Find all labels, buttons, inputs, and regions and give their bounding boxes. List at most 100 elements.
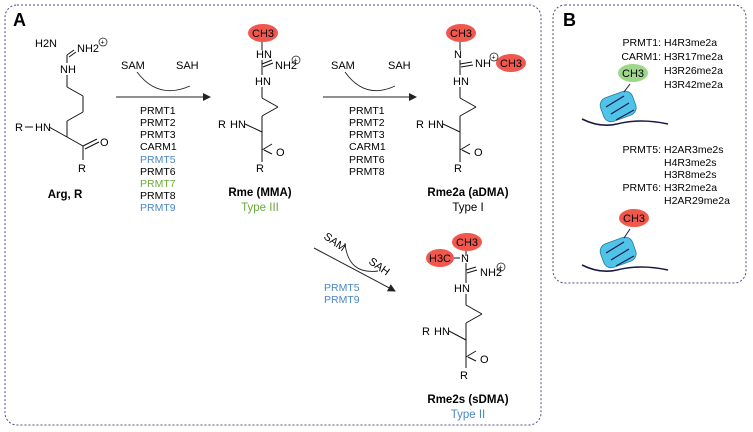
arg-nh2: NH2 [77,43,99,55]
arg-nh: NH [60,64,76,76]
enzyme-item: PRMT8 [349,166,385,178]
panelb-mark: H3R8me2s [664,169,717,181]
rme-nh: HN [255,76,271,88]
rme2a-structure [442,42,477,162]
panelb-enzyme: PRMT6: [622,182,661,194]
arg-r-bottom: R [78,163,86,175]
rme2s-carbonyl-o: O [480,354,489,366]
panelb-methyl-1: CH3 [622,68,644,80]
rme2a-r-bottom: R [454,163,462,175]
rme2s-r-left: R [422,326,430,338]
rme2a-charge: + [492,55,496,62]
panelb-mark: H2AR3me2s [664,144,724,156]
rme2a-ch3-right: CH3 [500,58,522,70]
rme2a-carbonyl-o: O [474,147,483,159]
enzyme-item: PRMT3 [140,129,176,141]
rme2s-ch3-top: CH3 [456,237,478,249]
charge-plus-icon [496,262,506,272]
panel-b-label: B [563,10,576,30]
enzyme-item: PRMT6 [349,154,385,166]
rme2a-hn: HN [453,76,469,88]
reaction2a-enzyme-list: PRMT1 PRMT2 PRMT3 CARM1 PRMT6 PRMT8 [349,105,386,178]
rme2a-n-top: N [454,49,462,61]
enzyme-item-type2: PRMT9 [140,202,176,214]
enzyme-item: PRMT2 [349,117,385,129]
arg-name: Arg, R [48,189,83,201]
enzyme-item: CARM1 [140,141,177,153]
rme2a-name: Rme2a (aDMA) [427,187,508,199]
reaction2s-arrow [313,247,396,292]
rme2a-alpha-n: HN [428,119,444,131]
charge-plus-icon [489,52,499,62]
rme-structure [244,42,279,162]
reaction2s-sah: SAH [366,256,391,279]
enzyme-item: CARM1 [349,141,386,153]
arginine-structure [25,49,100,160]
panelb-enzyme: PRMT5: [622,144,661,156]
rme-r-bottom: R [256,163,264,175]
rme-nh-top: HN [256,49,272,61]
rme-ch3: CH3 [252,28,274,40]
reaction1-sam-curve [136,71,191,92]
rme2s-n: N [461,253,469,265]
enzyme-item-type2: PRMT5 [140,154,176,166]
panelb-mark: H4R3me2a [664,37,717,49]
enzyme-item: PRMT8 [140,190,176,202]
panelb-mark: H2AR29me2a [664,195,730,207]
reaction2a-sah: SAH [388,60,411,72]
rme2s-hn: HN [454,283,470,295]
arg-alpha-n: HN [35,122,51,134]
rme2a-nh: NH [475,58,491,70]
enzyme-item-type2: PRMT5 [324,282,360,294]
rme2s-structure [448,251,483,368]
rme2s-alpha-n: HN [434,326,450,338]
methyl-group-highlight [496,54,526,72]
panelb-mark: H3R42me2a [664,79,723,91]
rme2a-ch3-top: CH3 [450,28,472,40]
panel-a-frame [4,4,542,426]
reaction2a-sam-curve [344,71,396,92]
methyl-group-highlight [452,233,482,251]
charge-plus-icon [98,37,108,47]
rme2s-type: Type II [451,409,486,421]
rme-r-left: R [218,119,226,131]
methyl-group-highlight [426,249,454,267]
enzyme-item: PRMT6 [140,166,176,178]
methyl-group-highlight [619,209,649,227]
rme-charge: + [294,58,298,65]
arg-r-left: R [15,122,23,134]
reaction2s-sam-curve [344,242,379,272]
enzyme-item-type3: PRMT7 [140,178,176,190]
arg-charge: + [101,40,105,47]
rme-nh2: NH2 [275,60,297,72]
enzyme-item: PRMT2 [140,117,176,129]
panelb-methyl-2: CH3 [623,213,645,225]
enzyme-item: PRMT1 [140,105,176,117]
panel-a-label: A [13,10,26,30]
rme2a-type: Type I [452,202,483,214]
rme-name: Rme (MMA) [228,187,291,199]
enzyme-item: PRMT3 [349,129,385,141]
rme-alpha-n: HN [230,119,246,131]
methyl-group-highlight [618,64,648,82]
rme-type: Type III [241,202,279,214]
reaction2a-sam: SAM [331,60,355,72]
panelb-enzyme: CARM1: [621,51,661,63]
nucleosome-icon [581,83,669,126]
rme-carbonyl-o: O [276,147,285,159]
panelb-mark: H3R17me2a [664,51,723,63]
reaction1-sah: SAH [176,60,199,72]
arg-carbonyl-o: O [100,137,109,149]
panelb-mark: H3R2me2a [664,182,717,194]
methyl-group-highlight [446,24,476,42]
charge-plus-icon [291,55,301,65]
enzyme-item-type2: PRMT9 [324,294,360,306]
rme2s-r-bottom: R [460,370,468,382]
reaction2s-sam: SAM [321,231,347,255]
rme2a-r-left: R [416,119,424,131]
rme2s-nh2: NH2 [480,267,502,279]
rme2s-h3c: H3C [429,253,451,265]
arg-h2n: H2N [35,38,57,50]
panelb-mark: H3R26me2a [664,65,723,77]
